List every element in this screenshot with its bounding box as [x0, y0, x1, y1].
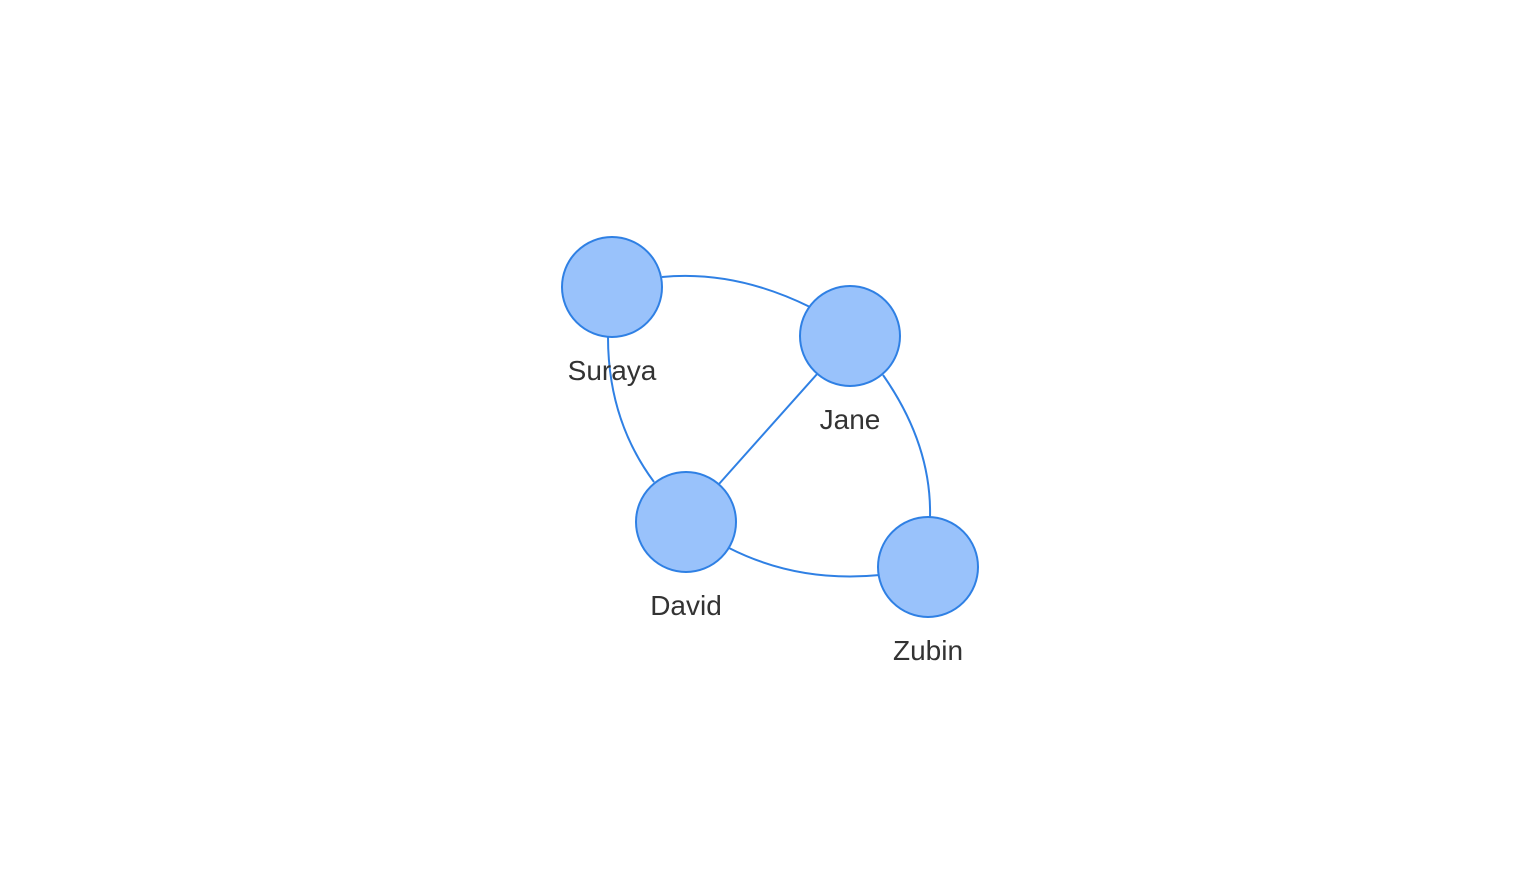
node-zubin-label: Zubin: [893, 635, 963, 666]
edge-jane-david: [718, 372, 819, 485]
node-david-label: David: [650, 590, 722, 621]
edge-suraya-david: [607, 336, 655, 483]
node-david-circle[interactable]: [635, 471, 737, 573]
node-jane-circle[interactable]: [799, 285, 901, 387]
edges: [607, 274, 932, 578]
node-jane-label: Jane: [820, 404, 881, 435]
node-suraya[interactable]: Suraya: [561, 236, 663, 386]
edge-jane-zubin: [882, 374, 932, 519]
node-zubin-circle[interactable]: [877, 516, 979, 618]
node-suraya-label: Suraya: [568, 355, 657, 386]
edge-david-zubin: [728, 547, 881, 578]
node-david[interactable]: David: [635, 471, 737, 621]
node-suraya-circle[interactable]: [561, 236, 663, 338]
node-jane[interactable]: Jane: [799, 285, 901, 435]
edge-suraya-jane: [661, 274, 811, 308]
node-zubin[interactable]: Zubin: [877, 516, 979, 666]
